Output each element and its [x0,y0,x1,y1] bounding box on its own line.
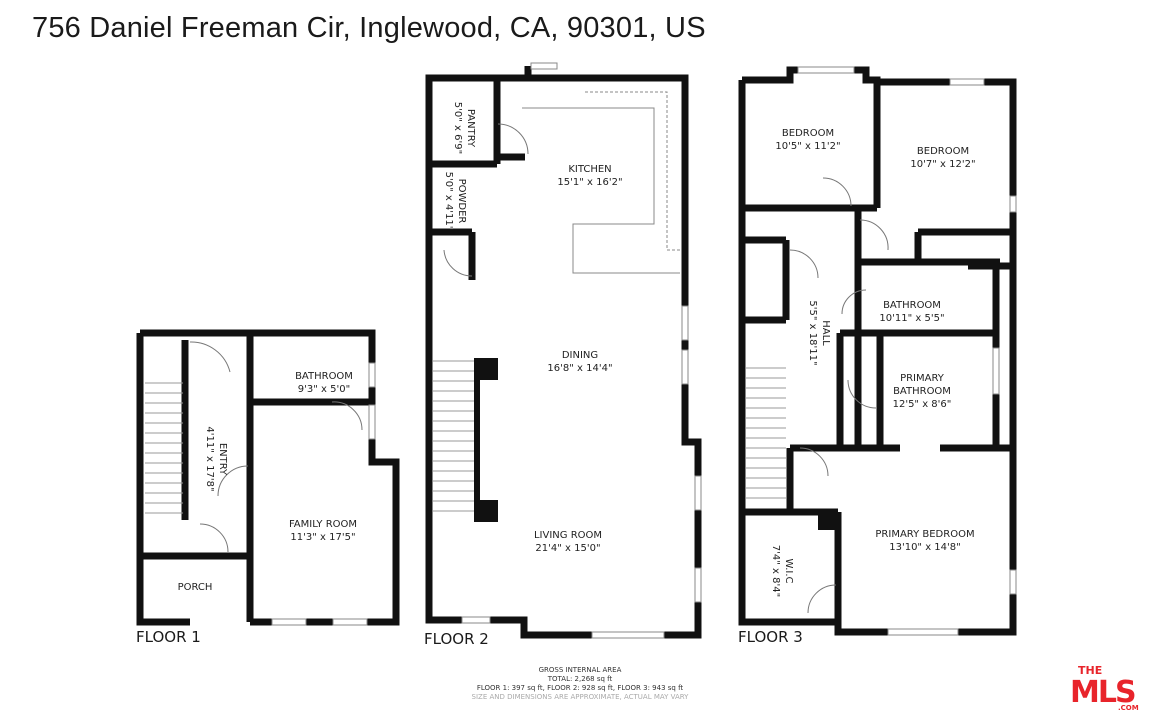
room-primary-bedroom: PRIMARY BEDROOM 13'10" x 14'8" [860,528,990,554]
floor-2-stairs [433,360,474,512]
room-dimensions: 4'11" x 17'8" [204,426,215,492]
area-total: TOTAL: 2,268 sq ft [547,675,613,683]
room-name: PRIMARY BATHROOM [893,373,951,397]
room-dimensions: 12'5" x 8'6" [892,399,952,410]
room-entry: ENTRY 4'11" x 17'8" [203,419,229,499]
room-bathroom-floor3: BATHROOM 10'11" x 5'5" [872,299,952,325]
floor-1-label: FLOOR 1 [136,628,201,646]
room-dimensions: 5'0" x 6'9" [452,101,463,155]
room-name: ENTRY [217,442,228,476]
room-bedroom-1: BEDROOM 10'5" x 11'2" [768,127,848,153]
floor-2-walls [425,66,702,639]
floor-3-label: FLOOR 3 [738,628,803,646]
room-walk-in-closet: W.I.C 7'4" x 8'4" [769,541,795,601]
room-porch: PORCH [160,581,230,594]
room-name: BEDROOM [781,128,835,139]
room-dimensions: 10'5" x 11'2" [775,141,841,152]
kitchen-counters [522,91,680,274]
room-dimensions: 11'3" x 17'5" [290,532,356,543]
room-dimensions: 10'11" x 5'5" [879,313,945,324]
property-address-title: 756 Daniel Freeman Cir, Inglewood, CA, 9… [32,12,706,44]
area-heading: GROSS INTERNAL AREA [538,666,622,674]
room-name: FAMILY ROOM [288,519,358,530]
area-summary: GROSS INTERNAL AREA TOTAL: 2,268 sq ft F… [450,666,710,702]
room-dimensions: 5'0" x 4'11" [443,171,454,231]
room-dimensions: 10'7" x 12'2" [910,159,976,170]
room-powder: POWDER 5'0" x 4'11" [442,166,468,236]
room-name: BATHROOM [883,300,941,311]
room-dimensions: 5'5" x 18'11" [807,300,818,366]
room-name: DINING [561,350,599,361]
room-name: PORCH [177,582,213,593]
floor-2-label: FLOOR 2 [424,630,489,648]
room-name: KITCHEN [568,164,612,175]
area-breakdown: FLOOR 1: 397 sq ft, FLOOR 2: 928 sq ft, … [476,684,684,692]
room-dimensions: 21'4" x 15'0" [535,543,601,554]
room-dimensions: 7'4" x 8'4" [770,544,781,598]
room-name: HALL [820,320,831,346]
room-name: LIVING ROOM [533,530,603,541]
the-mls-logo: THE MLS .COM [1070,664,1139,712]
room-bedroom-2: BEDROOM 10'7" x 12'2" [903,145,983,171]
room-bathroom-floor1: BATHROOM 9'3" x 5'0" [284,370,364,396]
room-kitchen: KITCHEN 15'1" x 16'2" [545,163,635,189]
room-dining: DINING 16'8" x 14'4" [535,349,625,375]
room-pantry: PANTRY 5'0" x 6'9" [451,96,477,160]
logo-mls-text: MLS [1070,675,1135,710]
room-dimensions: 9'3" x 5'0" [297,384,351,395]
room-name: BEDROOM [916,146,970,157]
windows [271,62,1017,639]
room-name: PANTRY [465,108,476,148]
floor-1-walls [136,329,400,626]
room-living-room: LIVING ROOM 21'4" x 15'0" [518,529,618,555]
logo-com-text: .COM [1118,704,1139,712]
room-name: W.I.C [783,558,794,584]
room-dimensions: 13'10" x 14'8" [889,542,961,553]
logo-the-text: THE [1078,664,1102,677]
room-family-room: FAMILY ROOM 11'3" x 17'5" [273,518,373,544]
room-name: BATHROOM [295,371,353,382]
room-name: PRIMARY BEDROOM [875,529,975,540]
room-primary-bathroom: PRIMARY BATHROOM 12'5" x 8'6" [884,372,960,411]
floor-1-stairs [145,382,183,514]
floor-3-stairs [746,367,786,499]
door-swings [189,123,889,614]
room-hall: HALL 5'5" x 18'11" [806,293,832,373]
room-dimensions: 16'8" x 14'4" [547,363,613,374]
area-disclaimer: SIZE AND DIMENSIONS ARE APPROXIMATE, ACT… [471,693,689,701]
room-name: POWDER [456,178,467,224]
room-dimensions: 15'1" x 16'2" [557,177,623,188]
